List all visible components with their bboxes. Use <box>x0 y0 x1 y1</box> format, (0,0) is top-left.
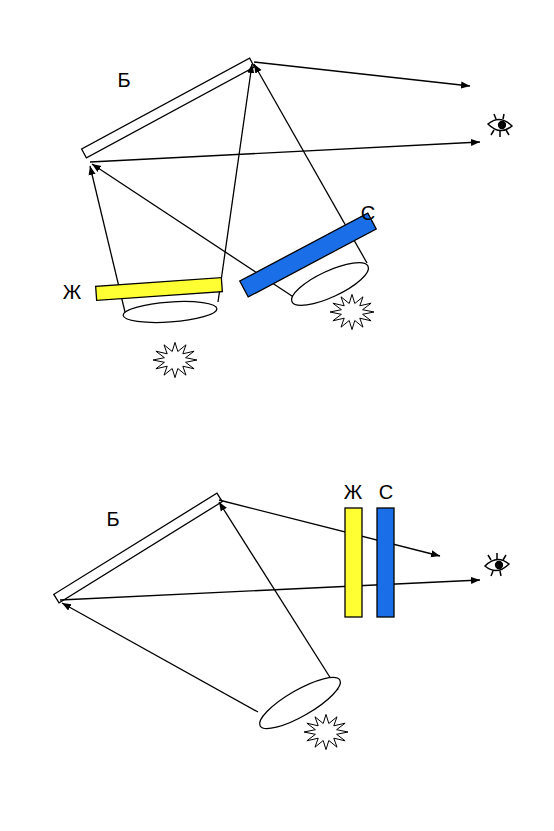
light-ray <box>254 62 470 86</box>
white-screen <box>82 58 255 158</box>
screen-label: Б <box>106 509 119 529</box>
light-source <box>304 714 348 749</box>
yellow-filter <box>96 278 223 301</box>
screen-label: Б <box>117 70 130 90</box>
eye <box>485 553 509 576</box>
light-source <box>330 294 374 329</box>
light-ray <box>60 580 480 600</box>
top-figure <box>82 58 512 325</box>
yellow-filter <box>345 508 362 617</box>
light-sources <box>153 294 374 749</box>
light-source <box>153 342 197 377</box>
light-ray <box>219 502 338 690</box>
filter-label: Ж <box>63 282 81 302</box>
filter-label: С <box>379 482 393 502</box>
filter-label: С <box>361 203 375 223</box>
eye <box>488 114 512 137</box>
blue-filter <box>240 213 376 297</box>
light-ray <box>219 500 440 556</box>
light-ray <box>90 142 480 162</box>
white-screen <box>54 493 222 603</box>
bottom-figure <box>54 493 509 737</box>
filter-label: Ж <box>344 482 362 502</box>
light-ray <box>62 603 258 712</box>
blue-filter <box>377 508 394 617</box>
lens <box>122 299 217 326</box>
